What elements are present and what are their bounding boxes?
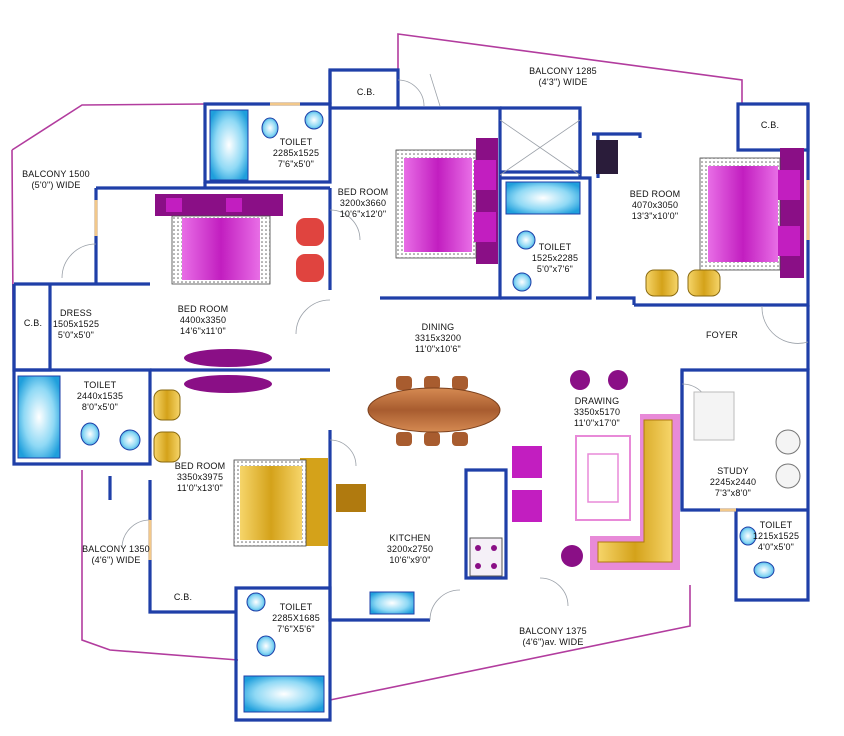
cooktop-icon [469, 537, 503, 577]
dining-table-icon [367, 376, 501, 446]
room-label-balcony-bottom-1: (4'6")av. WIDE [522, 637, 583, 647]
room-label-dining-1: 3315x3200 [415, 333, 461, 343]
room-label-balcony-top-1: (4'3") WIDE [538, 77, 587, 87]
room-label-cb-bottom-0: C.B. [174, 592, 192, 602]
room-label-dress-1: 1505x1525 [53, 319, 99, 329]
room-label-bedroom-left-2: 14'6"x11'0" [180, 326, 226, 336]
room-label-balcony-bottom-left-1: (4'6") WIDE [91, 555, 140, 565]
room-label-toilet-right-0: TOILET [760, 520, 793, 530]
room-label-toilet-left-0: TOILET [84, 380, 117, 390]
room-labels: BALCONY 1285(4'3") WIDEC.B.TOILET2285x15… [22, 66, 799, 647]
tv-icon [596, 140, 618, 174]
room-label-bedroom-right-1: 4070x3050 [632, 200, 678, 210]
sofa-set-icon [512, 370, 680, 570]
room-label-toilet-left-1: 2440x1535 [77, 391, 123, 401]
room-label-foyer-0: FOYER [706, 330, 738, 340]
room-label-toilet-bottom-0: TOILET [280, 602, 313, 612]
room-label-bedroom-left-1: 4400x3350 [180, 315, 226, 325]
double-bed-icon [395, 138, 498, 264]
room-label-drawing-2: 11'0"x17'0" [574, 418, 620, 428]
room-label-drawing-0: DRAWING [575, 396, 620, 406]
room-label-kitchen-2: 10'6"x9'0" [389, 555, 430, 565]
room-label-dress-2: 5'0"x5'0" [58, 330, 94, 340]
room-label-bedroom-bottom-2: 11'0"x13'0" [177, 483, 223, 493]
room-label-balcony-left-0: BALCONY 1500 [22, 169, 90, 179]
room-label-toilet-right-1: 1215x1525 [753, 531, 799, 541]
balcony-railings [11, 33, 743, 701]
room-label-toilet-center-0: TOILET [539, 242, 572, 252]
room-label-bedroom-right-2: 13'3"x10'0" [632, 211, 679, 221]
armchair-icon [296, 218, 324, 282]
room-label-bedroom-bottom-1: 3350x3975 [177, 472, 223, 482]
room-label-toilet-top-0: TOILET [280, 137, 313, 147]
room-label-study-2: 7'3"x8'0" [715, 488, 751, 498]
room-label-cb-top-0: C.B. [357, 87, 375, 97]
room-label-toilet-center-1: 1525x2285 [532, 253, 578, 263]
room-label-balcony-bottom-0: BALCONY 1375 [519, 626, 587, 636]
room-label-bedroom-center-0: BED ROOM [338, 187, 389, 197]
room-label-cb-left-0: C.B. [24, 318, 42, 328]
room-label-toilet-bottom-1: 2285X1685 [272, 613, 320, 623]
room-label-dining-2: 11'0"x10'6" [415, 344, 461, 354]
windows [94, 102, 810, 560]
room-label-toilet-top-2: 7'6"x5'0" [278, 159, 314, 169]
room-label-toilet-left-2: 8'0"x5'0" [82, 402, 118, 412]
room-label-balcony-left-1: (5'0") WIDE [31, 180, 80, 190]
room-label-bedroom-center-2: 10'6"x12'0" [340, 209, 387, 219]
room-label-kitchen-1: 3200x2750 [387, 544, 433, 554]
room-label-bedroom-bottom-0: BED ROOM [175, 461, 226, 471]
double-bed-icon [155, 194, 283, 285]
study-chairs [693, 391, 801, 489]
room-label-study-1: 2245x2440 [710, 477, 756, 487]
room-label-bedroom-left-0: BED ROOM [178, 304, 229, 314]
bathtub-icon [243, 592, 325, 713]
toilet-icon [261, 110, 324, 139]
room-label-cb-right-0: C.B. [761, 120, 779, 130]
room-label-dining-0: DINING [422, 322, 455, 332]
room-label-kitchen-0: KITCHEN [390, 533, 431, 543]
room-label-bedroom-center-1: 3200x3660 [340, 198, 386, 208]
toilet-icon [739, 526, 775, 579]
room-label-balcony-top-0: BALCONY 1285 [529, 66, 597, 76]
room-label-toilet-right-2: 4'0"x5'0" [758, 542, 794, 552]
room-label-study-0: STUDY [717, 466, 749, 476]
bathtub-icon [209, 109, 249, 181]
room-label-toilet-center-2: 5'0"x7'6" [537, 264, 573, 274]
kitchen-sink-icon [369, 591, 415, 615]
room-label-balcony-bottom-left-0: BALCONY 1350 [82, 544, 150, 554]
armchair-icon [153, 389, 181, 463]
room-label-bedroom-right-0: BED ROOM [630, 189, 681, 199]
room-label-dress-0: DRESS [60, 308, 92, 318]
double-bed-icon [233, 458, 366, 547]
shower-tray-icon [505, 181, 581, 292]
table-lamp-icon [184, 349, 272, 393]
double-bed-icon [699, 148, 804, 278]
room-label-toilet-top-1: 2285x1525 [273, 148, 319, 158]
armchair-icon [645, 269, 721, 297]
room-label-drawing-1: 3350x5170 [574, 407, 620, 417]
bathtub-icon [17, 375, 141, 459]
room-label-toilet-bottom-2: 7'6"X5'6" [277, 624, 315, 634]
